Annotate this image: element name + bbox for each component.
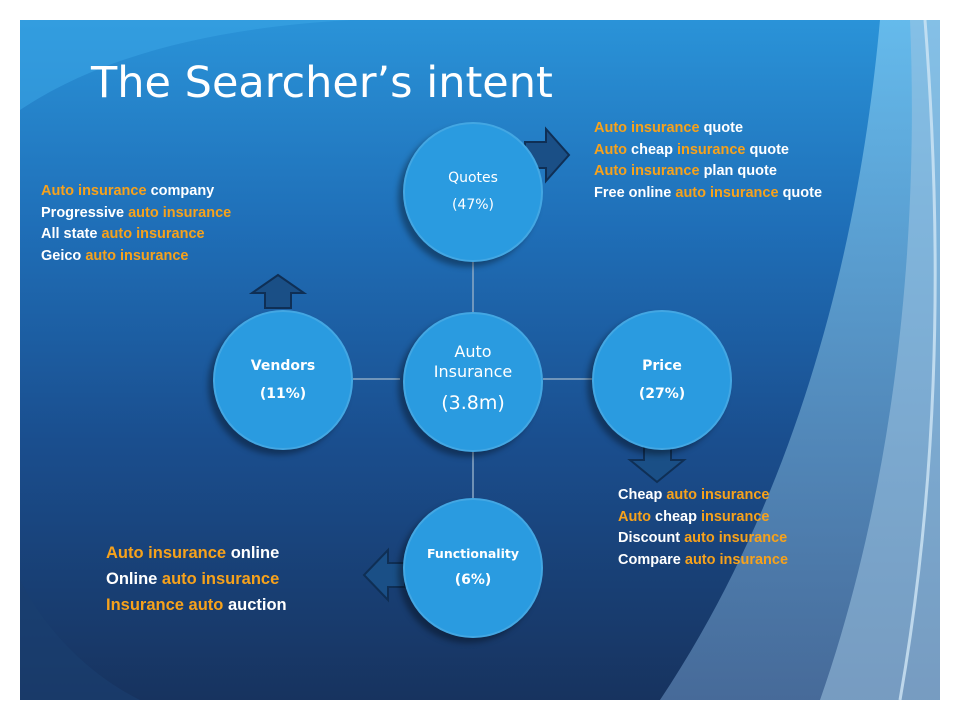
keyword-line: Auto insurance company (41, 181, 231, 203)
keyword-segment: plan quote (703, 163, 777, 179)
keyword-segment: auto insurance (684, 551, 789, 568)
keyword-line: Online auto insurance (106, 566, 287, 592)
keyword-segment: Auto insurance (41, 183, 151, 199)
node-quotes-label: Quotes (448, 170, 498, 186)
keyword-line: Auto insurance plan quote (594, 161, 822, 183)
node-vendors: Vendors (11%) (213, 310, 353, 450)
keyword-segment: auto insurance (101, 226, 205, 242)
keyword-segment: auto insurance (675, 184, 783, 201)
center-label-line2: Insurance (433, 362, 513, 381)
node-price: Price (27%) (592, 310, 732, 450)
keyword-segment: Auto insurance (106, 544, 231, 562)
keyword-line: Insurance auto auction (106, 592, 287, 618)
keyword-segment: auto insurance (85, 247, 189, 264)
keyword-line: Auto insurance online (106, 540, 287, 566)
arrow-up-icon (248, 273, 308, 309)
keyword-line: Compare auto insurance (618, 550, 788, 572)
keyword-line: All state auto insurance (41, 224, 231, 246)
node-functionality-label: Functionality (427, 546, 519, 561)
keyword-segment: quote (782, 184, 823, 201)
keyword-segment: Auto insurance (594, 163, 704, 179)
keyword-segment: online (230, 544, 280, 562)
node-price-label: Price (642, 358, 682, 374)
keyword-line: Auto cheap insurance (618, 507, 788, 529)
keyword-segment: insurance (700, 508, 770, 525)
center-label-line1: Auto (454, 342, 492, 361)
center-value: (3.8m) (441, 392, 505, 414)
arrow-left-icon (362, 547, 406, 603)
keyword-segment: Cheap (618, 487, 667, 503)
keyword-segment: quote (703, 120, 744, 136)
keyword-segment: auto insurance (161, 570, 280, 588)
keyword-segment: Geico (41, 247, 86, 264)
keyword-segment: quote (749, 141, 789, 158)
keyword-line: Auto insurance quote (594, 118, 822, 140)
keyword-segment: auto insurance (128, 204, 232, 221)
keyword-line: Free online auto insurance quote (594, 183, 822, 205)
node-price-pct: (27%) (638, 386, 686, 402)
slide-decoration (20, 20, 940, 700)
keyword-line: Progressive auto insurance (41, 203, 231, 225)
keyword-segment: Free online (594, 184, 676, 201)
node-vendors-pct: (11%) (259, 386, 307, 402)
keyword-line: Auto cheap insurance quote (594, 140, 822, 162)
node-quotes-pct: (47%) (451, 197, 495, 213)
node-functionality-pct: (6%) (454, 572, 492, 588)
keyword-segment: Online (106, 570, 162, 588)
keyword-segment: auto insurance (666, 487, 770, 503)
keyword-line: Cheap auto insurance (618, 485, 788, 507)
keyword-segment: Auto (618, 508, 656, 525)
connector-lines (353, 260, 595, 500)
node-functionality: Functionality (6%) (403, 498, 543, 638)
arrow-down-icon (627, 446, 687, 484)
keyword-segment: Insurance auto (106, 596, 228, 614)
slide: The Searcher’s intent Auto Insurance (3.… (20, 20, 940, 700)
node-quotes: Quotes (47%) (403, 122, 543, 262)
keyword-segment: insurance (676, 141, 750, 158)
keyword-segment: cheap (631, 141, 677, 158)
keyword-segment: Auto (594, 141, 632, 158)
node-vendors-label: Vendors (250, 358, 316, 374)
keyword-segment: All state (41, 226, 102, 242)
slide-title: The Searcher’s intent (91, 58, 553, 108)
keyword-segment: Auto insurance (594, 120, 704, 136)
keyword-segment: Progressive (41, 204, 129, 221)
keyword-segment: cheap (655, 508, 701, 525)
center-circle: Auto Insurance (3.8m) (403, 312, 543, 452)
keyword-segment: Discount (618, 530, 685, 546)
keyword-segment: auction (227, 596, 287, 614)
keyword-segment: auto insurance (684, 530, 788, 546)
keyword-line: Geico auto insurance (41, 246, 231, 268)
keyword-segment: company (150, 183, 215, 199)
keyword-segment: Compare (618, 551, 685, 568)
keyword-line: Discount auto insurance (618, 528, 788, 550)
